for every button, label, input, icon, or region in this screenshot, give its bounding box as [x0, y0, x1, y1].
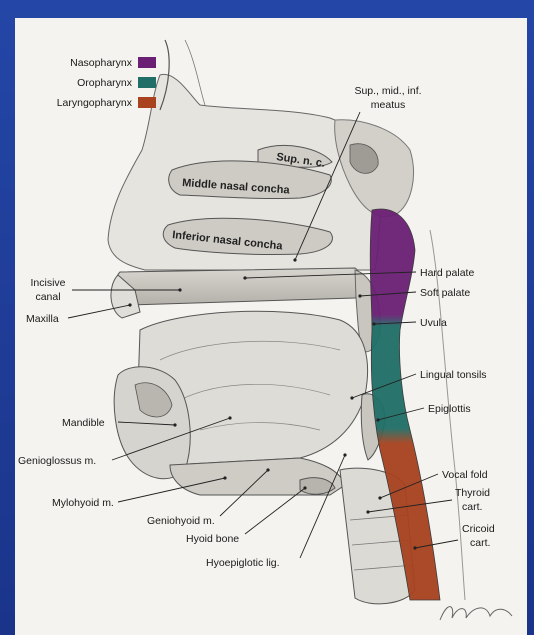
label-uvula: Uvula	[420, 317, 447, 329]
label-meatus-line1: Sup., mid., inf.	[354, 85, 421, 97]
label-cricoid-line2: cart.	[470, 537, 490, 549]
label-mandible: Mandible	[62, 417, 105, 429]
label-cricoid-line1: Cricoid	[462, 523, 495, 535]
label-geniohyoid: Geniohyoid m.	[147, 515, 215, 527]
label-genioglossus: Genioglossus m.	[18, 455, 96, 467]
label-maxilla: Maxilla	[26, 313, 59, 325]
label-soft-palate: Soft palate	[420, 287, 470, 299]
illustration-panel: Nasopharynx Oropharynx Laryngopharynx Su…	[15, 18, 527, 635]
legend-swatch-nasopharynx	[138, 57, 156, 68]
legend-label-oropharynx: Oropharynx	[77, 77, 133, 89]
artist-signature	[440, 607, 512, 620]
legend: Nasopharynx Oropharynx Laryngopharynx	[57, 57, 156, 109]
anatomy-illustration: Nasopharynx Oropharynx Laryngopharynx Su…	[15, 18, 527, 635]
label-incisive-line1: Incisive	[30, 277, 65, 289]
label-hard-palate: Hard palate	[420, 267, 474, 279]
hard-palate-shape	[116, 268, 361, 305]
legend-label-laryngopharynx: Laryngopharynx	[57, 97, 133, 109]
label-incisive-line2: canal	[35, 291, 60, 303]
legend-swatch-oropharynx	[138, 77, 156, 88]
label-hyoid-bone: Hyoid bone	[186, 533, 239, 545]
label-thyroid-line1: Thyroid	[455, 487, 490, 499]
label-vocal-fold: Vocal fold	[442, 469, 488, 481]
label-hyoepiglottic: Hyoepiglotic lig.	[206, 557, 280, 569]
label-thyroid-line2: cart.	[462, 501, 482, 513]
legend-label-nasopharynx: Nasopharynx	[70, 57, 133, 69]
label-lingual-tonsils: Lingual tonsils	[420, 369, 487, 381]
label-meatus-line2: meatus	[371, 99, 405, 111]
label-mylohyoid: Mylohyoid m.	[52, 497, 114, 509]
legend-swatch-laryngopharynx	[138, 97, 156, 108]
label-epiglottis: Epiglottis	[428, 403, 471, 415]
